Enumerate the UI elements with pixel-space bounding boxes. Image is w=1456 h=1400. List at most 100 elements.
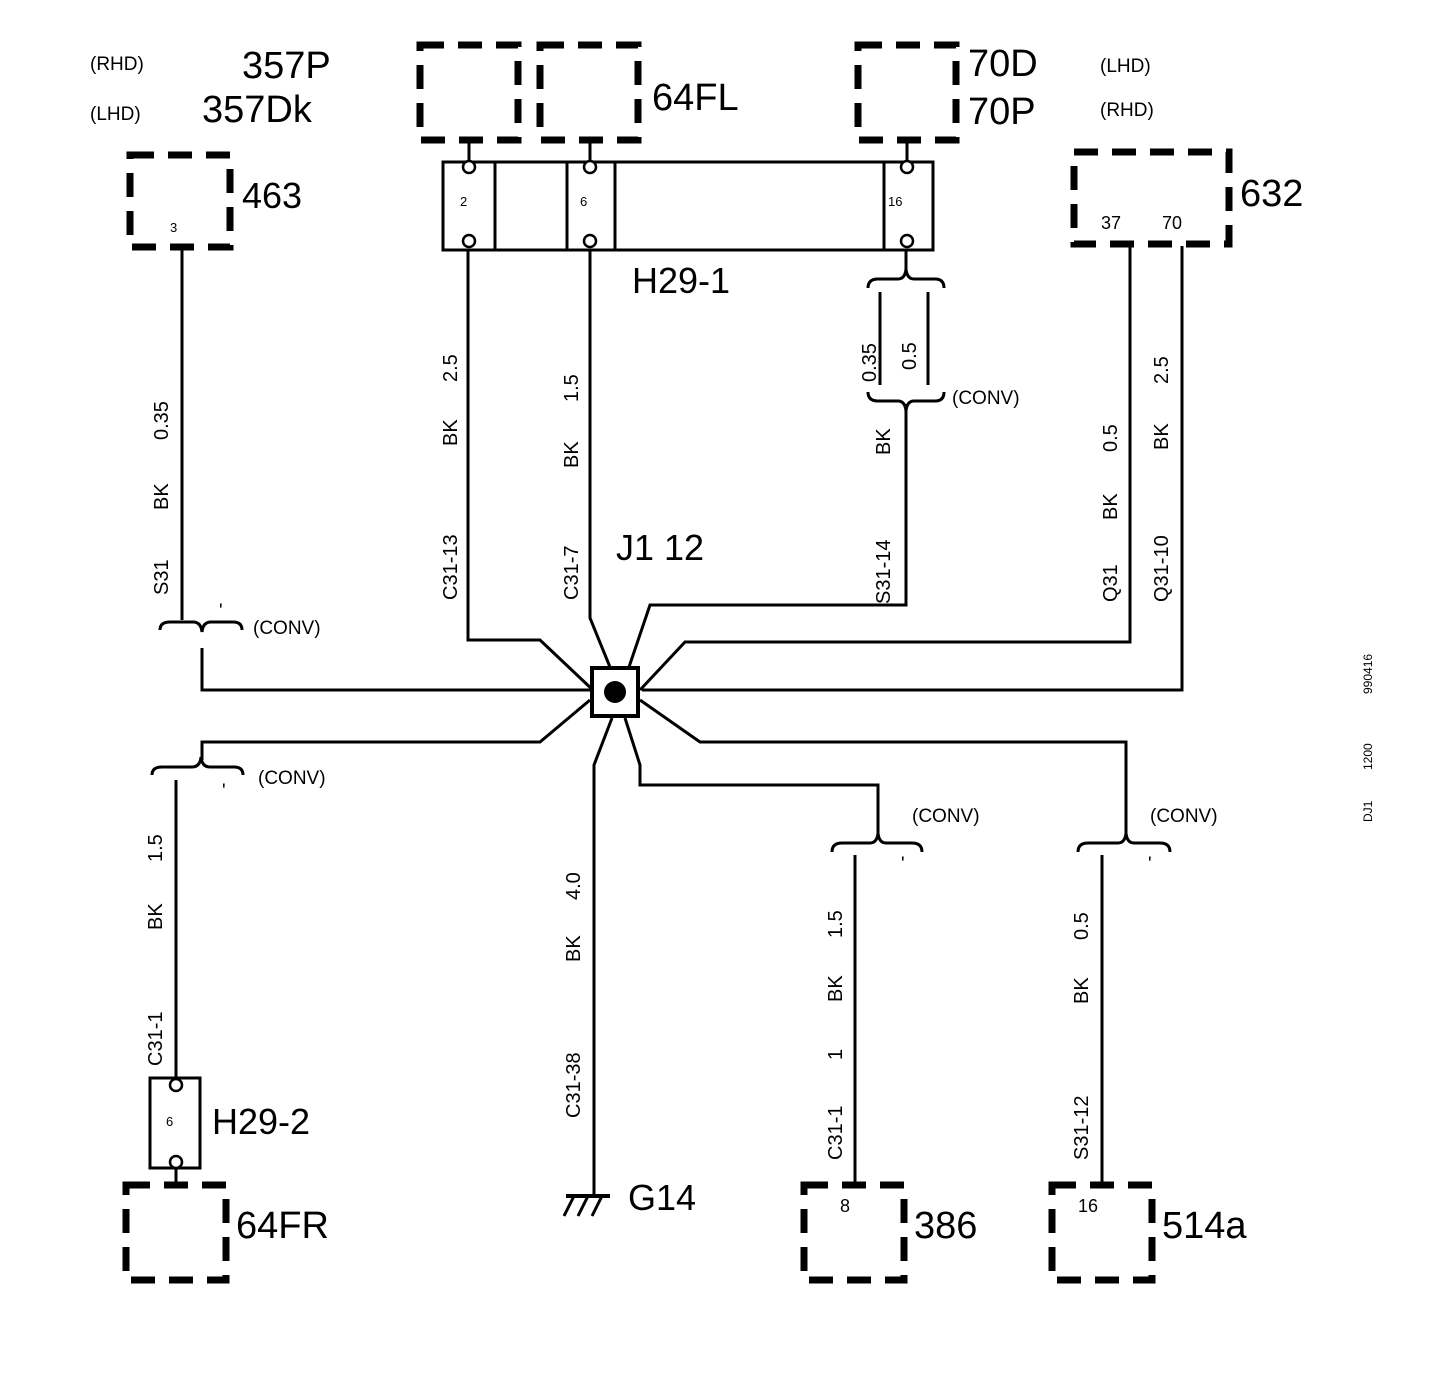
conv-mark: ' <box>901 854 905 875</box>
wires <box>174 246 1184 1195</box>
wire-label-size: 0.5 <box>1100 424 1122 452</box>
ground-symbol <box>562 1194 610 1217</box>
conv-brace <box>158 620 244 633</box>
wire-label-circuit: C31-7 <box>561 546 583 600</box>
component-h29-top-left-box <box>416 41 522 144</box>
h29-1-pin-6: 6 <box>580 194 587 209</box>
conv-brace <box>830 832 924 853</box>
component-70-box <box>854 41 960 144</box>
wire-632-pin37 <box>638 246 1132 692</box>
component-386-label: 386 <box>914 1205 977 1247</box>
component-357dk-label: 357Dk <box>202 89 313 131</box>
component-514a-label: 514a <box>1162 1205 1247 1247</box>
connector-h29-1 <box>441 140 935 252</box>
h29-1-pin-16: 16 <box>888 194 902 209</box>
conv-braces <box>150 268 1172 853</box>
wire-label-size: 0.35 <box>151 401 173 440</box>
wire-h29-pin2 <box>466 250 597 694</box>
conv-brace <box>866 391 946 412</box>
wire-label-size: 2.5 <box>440 354 462 382</box>
side-code: 990416 <box>1361 654 1375 694</box>
wire-label-circuit: Q31 <box>1100 564 1122 602</box>
splice-dot <box>604 681 626 703</box>
side-code: DJ1 <box>1361 800 1375 822</box>
component-632-pin-37: 37 <box>1101 213 1121 233</box>
component-64fl-label: 64FL <box>652 77 739 119</box>
connector-h29-1-label: H29-1 <box>632 260 730 301</box>
connector-pin <box>168 1077 184 1093</box>
wire-label-color: BK <box>1071 977 1093 1004</box>
component-632-box <box>1070 148 1233 248</box>
wire-463 <box>180 250 590 692</box>
h29-2-pin-6: 6 <box>166 1114 173 1129</box>
component-632-pin-70: 70 <box>1162 213 1182 233</box>
wire-g14 <box>592 717 614 1195</box>
conv-brace <box>1076 832 1172 853</box>
wire-h29-pin6 <box>588 250 614 673</box>
lhd-tag: (LHD) <box>90 104 141 125</box>
wire-label-size: 2.5 <box>1151 356 1173 384</box>
component-386-pin: 8 <box>840 1196 850 1216</box>
wire-label-circuit: S31 <box>151 559 173 595</box>
wire-label-circuit: C31-1 <box>825 1106 847 1160</box>
conv-brace <box>150 756 245 776</box>
connector-pin <box>582 233 598 249</box>
connector-pin <box>461 233 477 249</box>
connector-pin <box>582 159 598 175</box>
conv-mark: ' <box>219 601 223 622</box>
conv-label: (CONV) <box>258 768 326 789</box>
side-code: 1200 <box>1361 743 1375 770</box>
wire-label-circuit: C31-13 <box>440 534 462 600</box>
wire-632-pin70 <box>642 246 1184 692</box>
connector-pin <box>461 159 477 175</box>
lhd-tag-right: (LHD) <box>1100 56 1151 77</box>
conv-label: (CONV) <box>952 388 1020 409</box>
wire-label-size: 1.5 <box>145 834 167 862</box>
wire-label-color: BK <box>151 483 173 510</box>
conv-label: (CONV) <box>912 806 980 827</box>
component-70d-label: 70D <box>968 43 1038 85</box>
wire-label-circuit: C31-1 <box>145 1012 167 1066</box>
component-514a-pin: 16 <box>1078 1196 1098 1216</box>
wire-label-color: BK <box>561 441 583 468</box>
connector-h29-2 <box>148 1076 202 1188</box>
wire-label-circuit: S31-14 <box>873 540 895 605</box>
connector-pin <box>899 159 915 175</box>
labels: (RHD) (LHD) 357P 357Dk 463 3 64FL 70D 70… <box>90 43 1375 1247</box>
component-632-label: 632 <box>1240 173 1303 215</box>
wire-386 <box>623 717 880 1185</box>
wire-label-size: 1.5 <box>825 910 847 938</box>
wire-label-color: BK <box>145 903 167 930</box>
wire-label-extra: 1 <box>825 1049 847 1060</box>
component-64fr-label: 64FR <box>236 1205 329 1247</box>
splice-j1-label: J1 12 <box>616 527 704 568</box>
component-463-box <box>126 151 234 251</box>
wire-label-size: 0.5 <box>1071 912 1093 940</box>
wire-label-size: 0.35 <box>859 343 881 382</box>
conv-label: (CONV) <box>253 618 321 639</box>
component-357p-label: 357P <box>242 45 331 87</box>
component-64fl-box <box>536 41 642 144</box>
component-514a-box <box>1048 1181 1156 1284</box>
wire-514a <box>639 698 1128 1185</box>
conv-label: (CONV) <box>1150 806 1218 827</box>
wire-label-color: BK <box>873 428 895 455</box>
rhd-tag: (RHD) <box>90 54 144 75</box>
wire-label-size: 0.5 <box>899 342 921 370</box>
connector-pin <box>899 233 915 249</box>
component-64fr-box <box>122 1181 230 1284</box>
rhd-tag-right: (RHD) <box>1100 100 1154 121</box>
wire-label-color: BK <box>825 975 847 1002</box>
wire-h29-pin16 <box>626 250 930 671</box>
wire-label-size: 1.5 <box>561 374 583 402</box>
conv-mark: ' <box>222 781 226 802</box>
component-70p-label: 70P <box>968 91 1036 133</box>
wire-label-size: 4.0 <box>563 872 585 900</box>
connector-h29-2-label: H29-2 <box>212 1101 310 1142</box>
h29-1-pin-2: 2 <box>460 194 467 209</box>
component-463-label: 463 <box>242 175 302 216</box>
connector-pin <box>168 1154 184 1170</box>
component-463-pin: 3 <box>170 220 177 235</box>
wire-64fr <box>174 698 591 1080</box>
